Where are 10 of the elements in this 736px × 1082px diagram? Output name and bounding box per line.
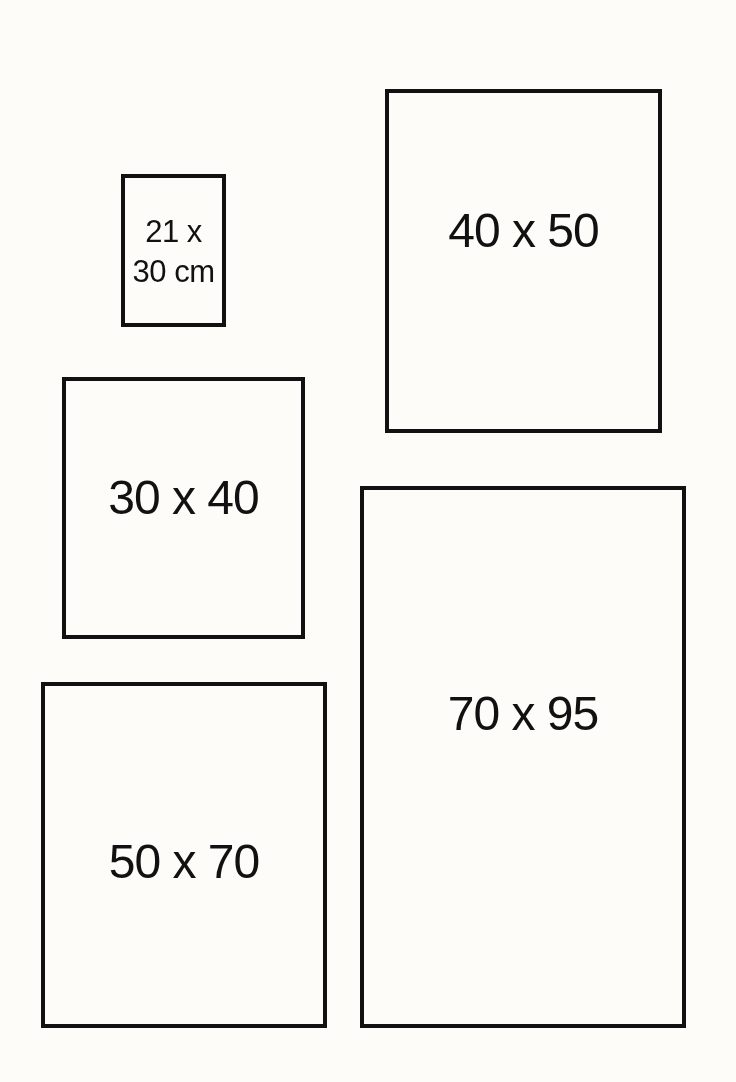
frame-outline [385,89,662,433]
frame-size-label: 40 x 50 [448,207,599,255]
frame-outline [41,682,327,1028]
frame-size-label: 50 x 70 [108,838,260,886]
frame-size-label: 30 x 40 [108,474,259,522]
frame-size-label: 21 x 30 cm [131,212,216,291]
frame-size-label: 70 x 95 [447,690,599,738]
frame-outline [121,174,226,327]
frame-outline [360,486,686,1028]
frame-outline [62,377,305,639]
